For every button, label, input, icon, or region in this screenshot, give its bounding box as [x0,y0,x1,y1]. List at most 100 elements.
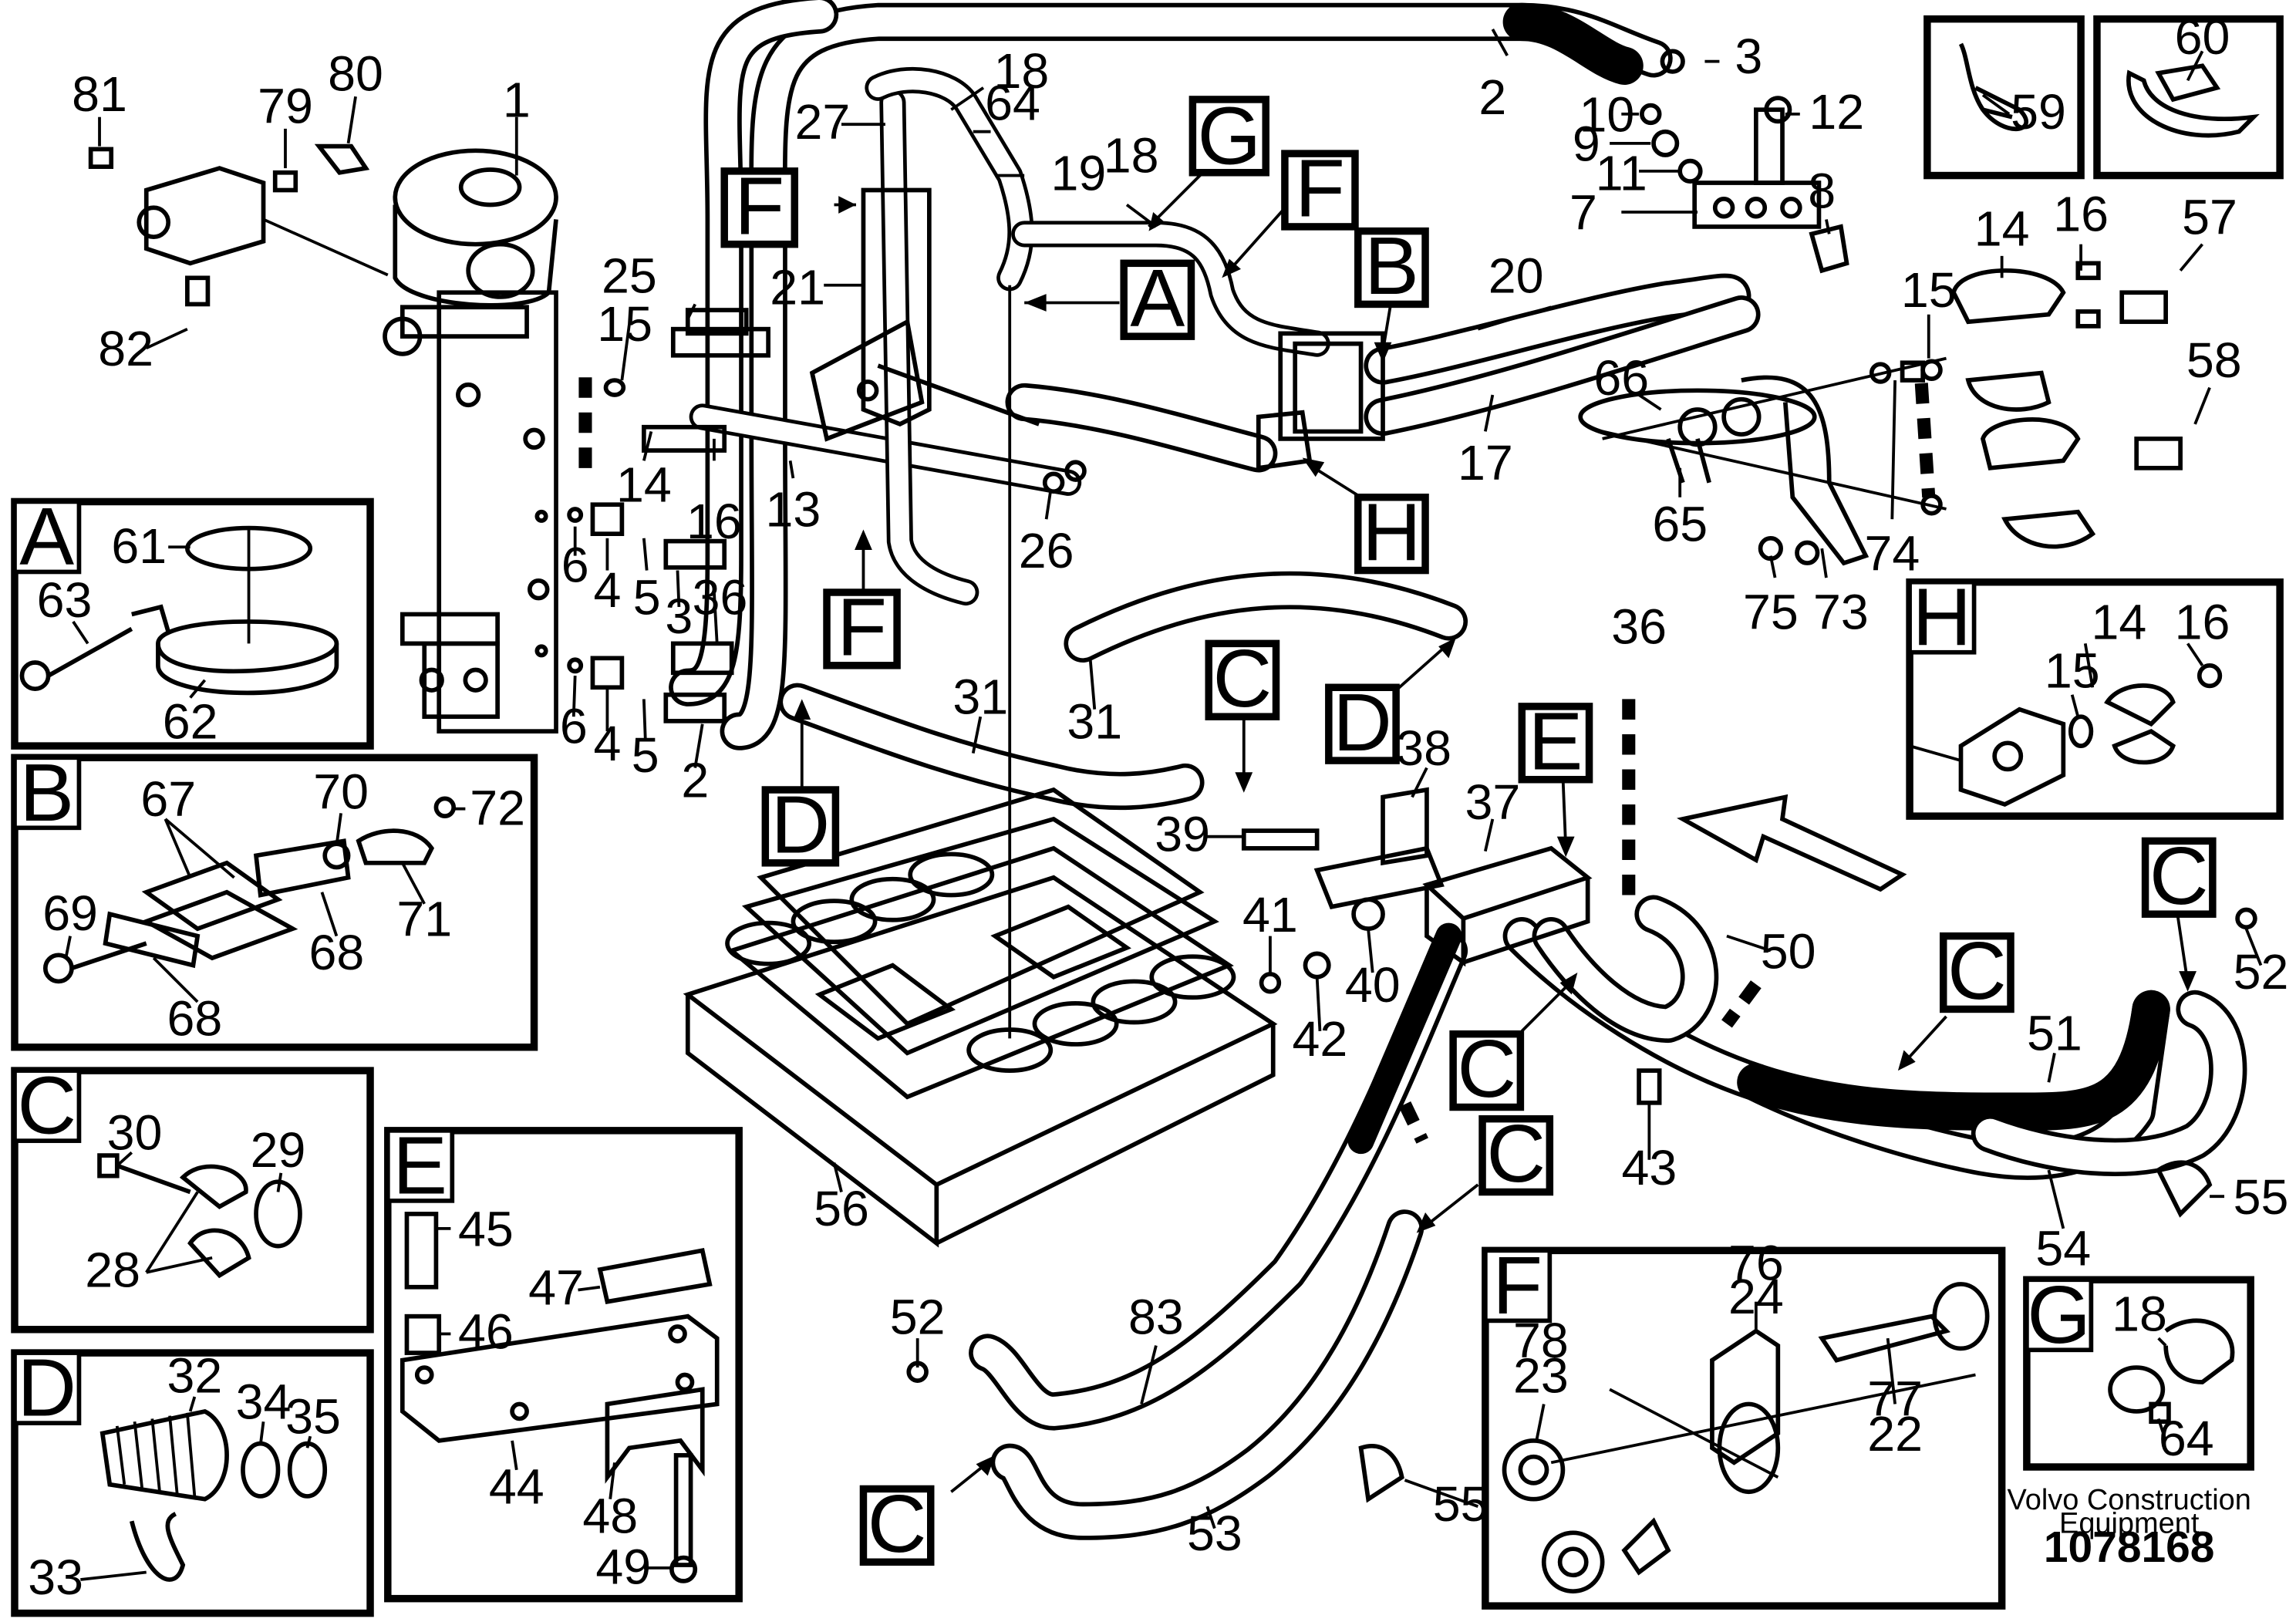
callout-15-right: 15 [1901,262,1957,318]
callout-36-right: 36 [1611,599,1667,654]
callout-5-lower: 5 [632,727,659,783]
bracket-21 [809,187,1040,442]
tag-A-main [1120,259,1195,340]
tag-C-mid [1478,1114,1554,1196]
tag-C-bracket [1449,1030,1525,1111]
svg-text:C: C [1486,1108,1546,1199]
callout-24: 24 [1728,1269,1784,1324]
callout-14-H: 14 [2092,595,2147,650]
svg-text:C: C [2149,830,2209,922]
callout-18-top: 18 [993,43,1049,99]
cylinder-heads [725,851,1236,1073]
callout-52-right: 52 [2234,944,2289,1000]
detail-box-E-label: E [393,1119,447,1211]
callout-64-top: 64 [985,76,1040,131]
callout-68-right: 68 [309,925,365,980]
callout-15-H: 15 [2045,642,2100,698]
callout-56: 56 [814,1181,869,1236]
fittings [528,49,2257,1503]
callout-13: 13 [766,482,821,538]
callout-6-upper: 6 [561,538,589,593]
detail-box-C: C [11,1060,374,1334]
callout-34: 34 [236,1374,292,1429]
callout-57: 57 [2182,189,2237,244]
svg-text:F: F [734,160,784,251]
detail-box-F: F [1482,1239,2006,1610]
svg-text:D: D [1333,676,1392,768]
svg-text:F: F [1295,143,1345,234]
svg-text:C: C [1213,632,1273,724]
detail-box-F-label: F [1492,1239,1542,1331]
callout-14-left: 14 [616,457,672,512]
callout-19: 19 [1050,146,1106,201]
callout-9: 9 [1573,116,1600,172]
callout-83: 83 [1128,1289,1184,1344]
callout-73: 73 [1813,584,1869,639]
callout-72: 72 [470,781,525,836]
detail-box-B: B [11,747,538,1051]
reference-number: 1078168 [2044,1523,2215,1572]
svg-text:A: A [1130,252,1185,344]
svg-text:C: C [1457,1023,1516,1114]
callout-55-left: 55 [1433,1476,1489,1532]
callout-43: 43 [1621,1140,1677,1195]
callout-2-top: 2 [1478,69,1506,125]
callout-16-right: 16 [2053,187,2109,242]
callout-70: 70 [313,764,369,820]
detail-box-H: H [1906,571,2284,820]
turbocharger-assembly [383,148,558,733]
callout-21: 21 [770,259,825,315]
callout-41: 41 [1242,887,1298,943]
callout-82: 82 [98,321,153,376]
tag-E-main [1518,703,1593,784]
callout-48: 48 [582,1488,638,1543]
callout-4-upper: 4 [593,562,621,618]
detail-box-D: D [11,1342,374,1617]
tag-D-lower [761,786,840,867]
callout-4-lower: 4 [593,716,621,771]
callout-58: 58 [2186,332,2242,388]
callout-80: 80 [328,46,383,102]
callout-36-left: 36 [693,569,748,625]
tag-B-main [1354,227,1429,309]
callout-16-H: 16 [2175,595,2230,650]
publisher-credit: Volvo Construction Equipment 1078168 [2008,1484,2251,1572]
callout-12: 12 [1809,84,1864,140]
callout-65: 65 [1652,497,1708,552]
callout-38: 38 [1396,720,1451,776]
callout-39: 39 [1155,807,1210,862]
tag-F-upper [720,167,799,248]
callout-10: 10 [1579,87,1634,143]
callout-76: 76 [1728,1235,1784,1290]
callout-3-mid: 3 [665,588,693,644]
callout-22: 22 [1867,1406,1923,1462]
callout-60: 60 [2175,9,2230,65]
callout-69: 69 [42,885,98,941]
callout-20: 20 [1489,248,1544,303]
callout-18-mid: 18 [1104,128,1159,184]
callout-35: 35 [285,1388,341,1444]
svg-text:B: B [1364,220,1419,312]
callout-79: 79 [258,78,313,133]
tag-H-main [1354,494,1429,575]
coolant-bracket-37 [1313,787,1593,1155]
callout-18-G: 18 [2112,1286,2167,1342]
hose-routing [578,0,2247,1540]
svg-text:C: C [1947,925,2007,1017]
leader-lines [64,29,2263,1581]
callout-49: 49 [595,1539,651,1595]
credit-line-1: Volvo Construction [2008,1484,2251,1516]
callout-55-right: 55 [2234,1169,2289,1225]
callout-61: 61 [111,518,167,574]
callout-68-left: 68 [167,991,222,1047]
tag-D-right [1325,683,1400,764]
svg-text:E: E [1528,695,1583,787]
callout-40: 40 [1345,957,1401,1013]
callout-74: 74 [1864,526,1920,582]
callout-42: 42 [1293,1011,1348,1067]
detail-box-B-label: B [19,747,74,838]
callout-14-right: 14 [1974,201,2030,257]
svg-text:H: H [1362,486,1421,578]
callout-11: 11 [1596,146,1647,201]
control-valve-block [88,143,389,307]
